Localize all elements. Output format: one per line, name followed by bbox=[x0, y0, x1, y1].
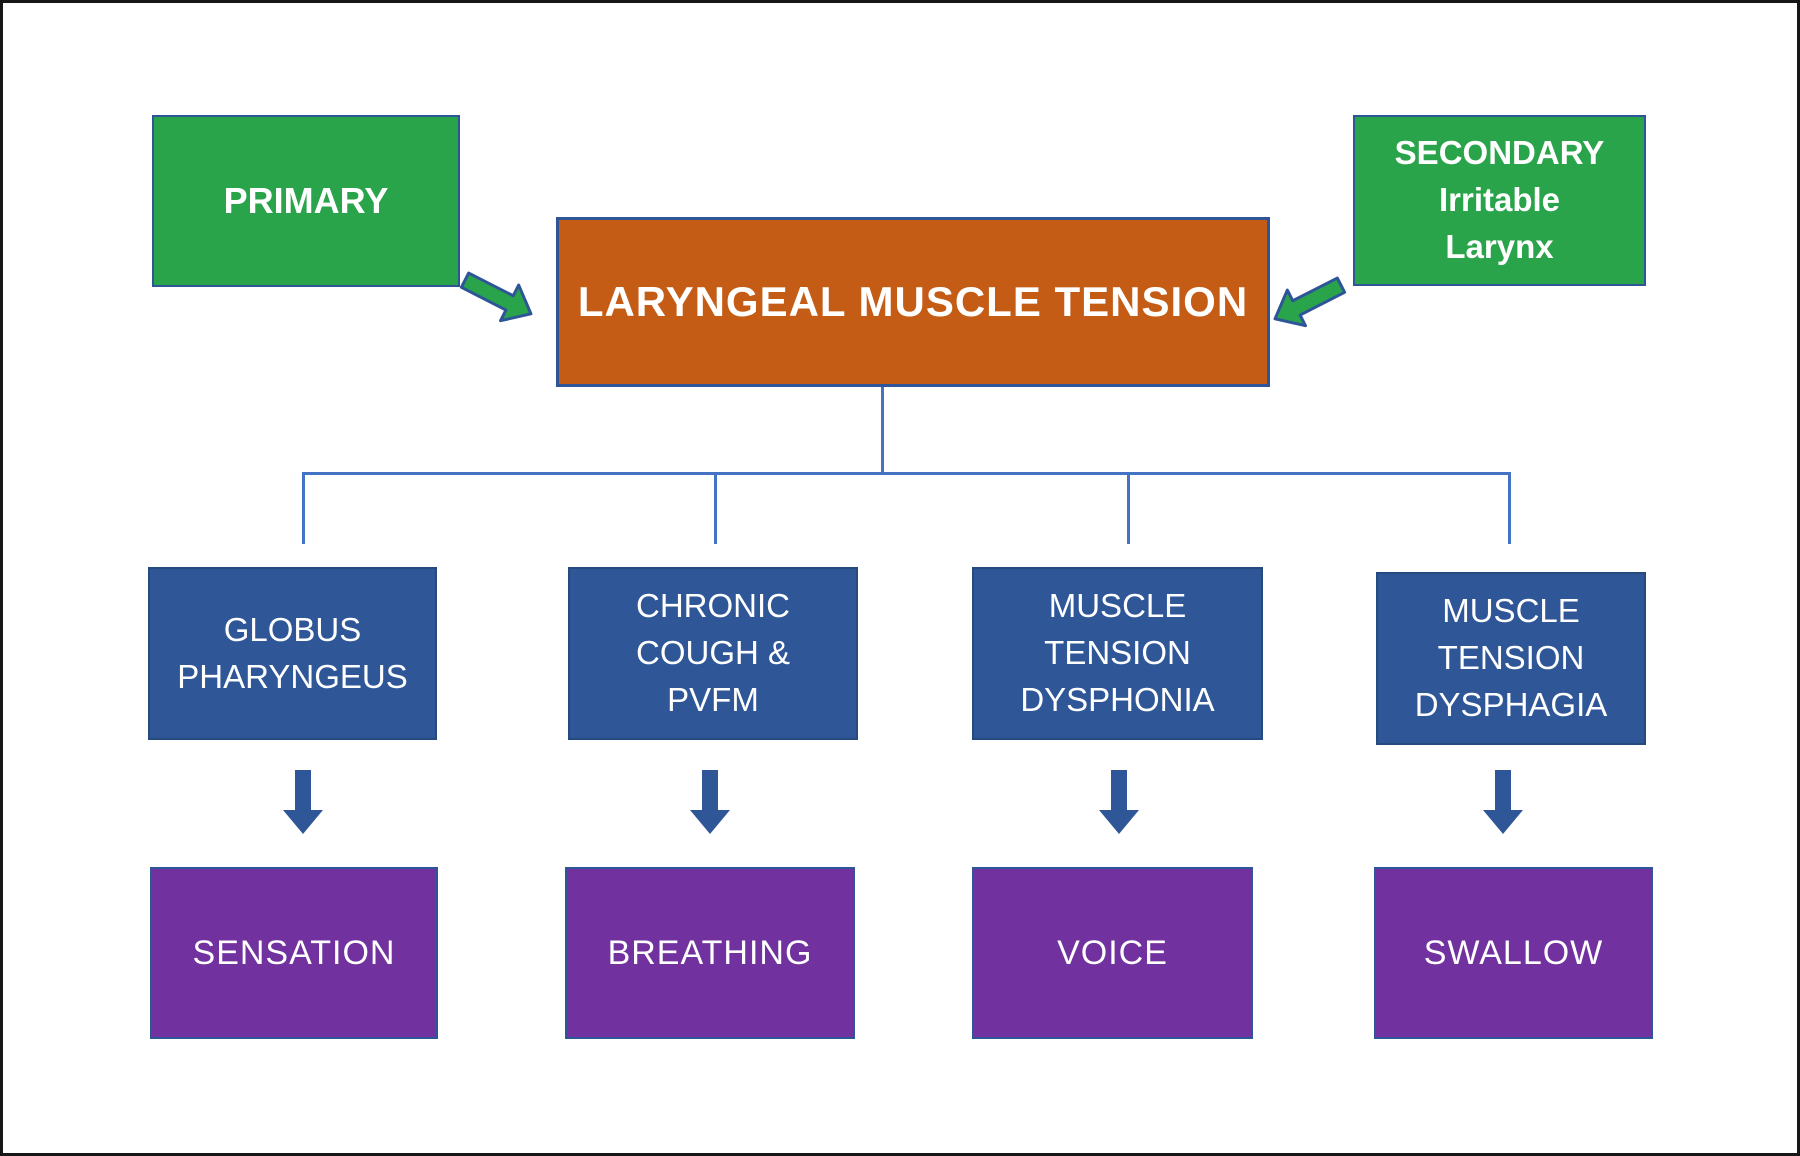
swallow-box: SWALLOW bbox=[1374, 867, 1653, 1039]
sensation-label: SENSATION bbox=[192, 933, 396, 972]
dysphonia-to-voice-arrow-icon bbox=[1099, 770, 1139, 834]
connector-drop-globus bbox=[302, 472, 305, 544]
connector-stem bbox=[881, 387, 884, 475]
primary-label: PRIMARY bbox=[223, 180, 389, 221]
secondary-irritable-larynx-box: SECONDARY Irritable Larynx bbox=[1353, 115, 1646, 286]
chronic-cough-pvfm-box: CHRONIC COUGH & PVFM bbox=[568, 567, 858, 740]
secondary-label: SECONDARY Irritable Larynx bbox=[1394, 134, 1605, 265]
muscle-tension-dysphagia-box: MUSCLE TENSION DYSPHAGIA bbox=[1376, 572, 1646, 745]
connector-drop-dysphagia bbox=[1508, 472, 1511, 544]
primary-box: PRIMARY bbox=[152, 115, 460, 287]
muscle-tension-dysphonia-box: MUSCLE TENSION DYSPHONIA bbox=[972, 567, 1263, 740]
cough-to-breathing-arrow-icon bbox=[690, 770, 730, 834]
connector-crossbar bbox=[302, 472, 1511, 475]
breathing-label: BREATHING bbox=[607, 933, 813, 972]
globus-pharyngeus-box: GLOBUS PHARYNGEUS bbox=[148, 567, 437, 740]
swallow-label: SWALLOW bbox=[1423, 933, 1604, 972]
laryngeal-muscle-tension-label: LARYNGEAL MUSCLE TENSION bbox=[577, 278, 1249, 325]
globus-to-sensation-arrow-icon bbox=[283, 770, 323, 834]
connector-drop-dysphonia bbox=[1127, 472, 1130, 544]
muscle-tension-dysphonia-label: MUSCLE TENSION DYSPHONIA bbox=[1020, 587, 1215, 718]
voice-label: VOICE bbox=[1057, 933, 1168, 972]
chronic-cough-pvfm-label: CHRONIC COUGH & PVFM bbox=[635, 587, 790, 718]
voice-box: VOICE bbox=[972, 867, 1253, 1039]
secondary-to-central-arrow-icon bbox=[1273, 276, 1347, 328]
dysphagia-to-swallow-arrow-icon bbox=[1483, 770, 1523, 834]
connector-drop-chronic-cough bbox=[714, 472, 717, 544]
primary-to-central-arrow-icon bbox=[459, 271, 533, 323]
muscle-tension-dysphagia-label: MUSCLE TENSION DYSPHAGIA bbox=[1414, 592, 1608, 723]
laryngeal-muscle-tension-box: LARYNGEAL MUSCLE TENSION bbox=[556, 217, 1270, 387]
sensation-box: SENSATION bbox=[150, 867, 438, 1039]
globus-pharyngeus-label: GLOBUS PHARYNGEUS bbox=[177, 610, 408, 695]
breathing-box: BREATHING bbox=[565, 867, 855, 1039]
